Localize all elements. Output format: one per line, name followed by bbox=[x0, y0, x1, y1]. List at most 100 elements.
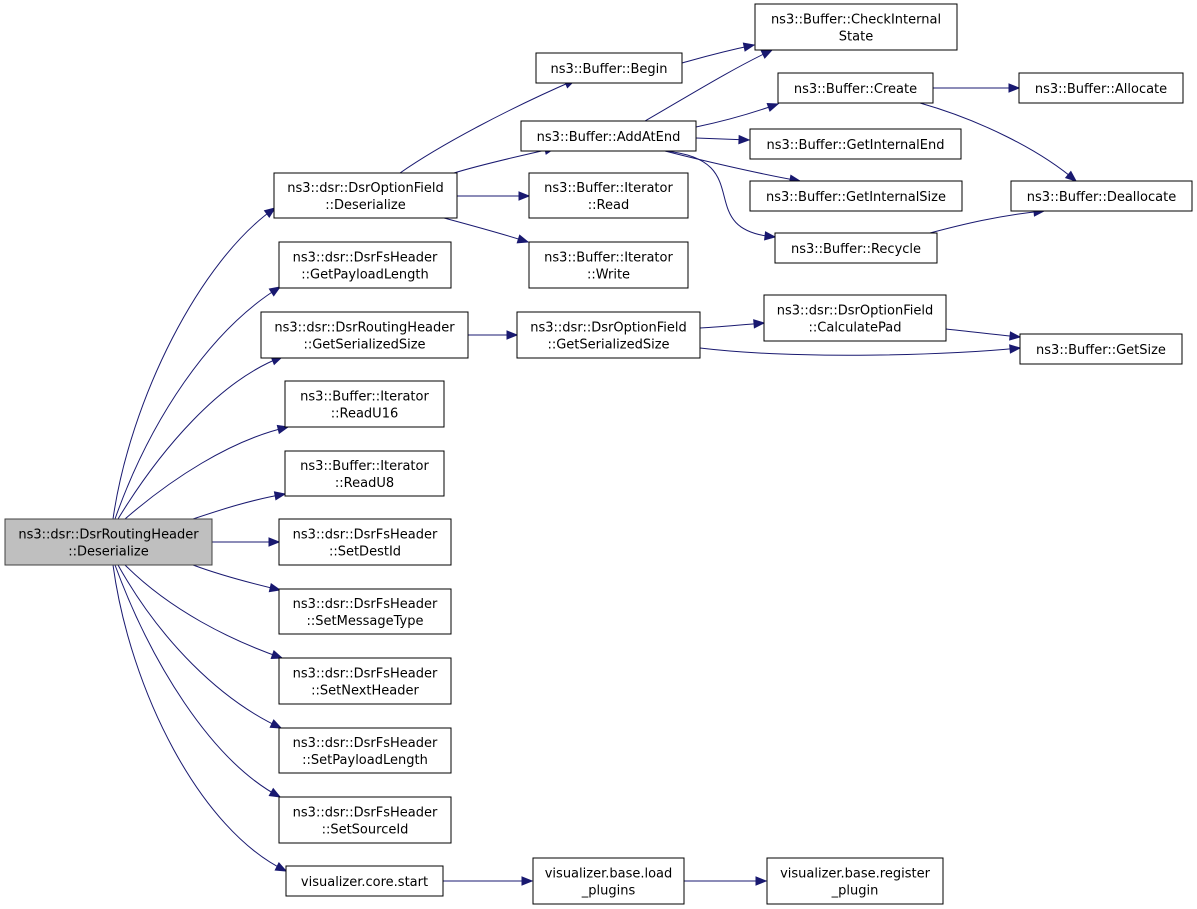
node-buf-deallocate[interactable]: ns3::Buffer::Deallocate bbox=[1010, 180, 1193, 212]
node-label: ns3::Buffer::CheckInternal bbox=[771, 13, 941, 28]
edge-line bbox=[443, 217, 529, 243]
node-box[interactable] bbox=[535, 52, 683, 84]
node-label: ::GetSerializedSize bbox=[303, 338, 425, 353]
node-viz-core-start[interactable]: visualizer.core.start bbox=[285, 865, 444, 897]
node-box[interactable] bbox=[285, 865, 444, 897]
node-root[interactable]: ns3::dsr::DsrRoutingHeader::Deserialize bbox=[4, 518, 213, 566]
node-box[interactable] bbox=[516, 311, 701, 359]
node-label: ::SetSourceId bbox=[322, 823, 409, 838]
node-box[interactable] bbox=[278, 657, 452, 705]
node-viz-register-plugin[interactable]: visualizer.base.register_plugin bbox=[766, 857, 944, 905]
node-box[interactable] bbox=[278, 796, 452, 844]
node-box[interactable] bbox=[278, 588, 452, 635]
arrow-head-icon bbox=[518, 191, 531, 201]
node-calc-pad[interactable]: ns3::dsr::DsrOptionField::CalculatePad bbox=[763, 294, 947, 342]
node-read-u8[interactable]: ns3::Buffer::Iterator::ReadU8 bbox=[284, 450, 445, 497]
node-box[interactable] bbox=[774, 232, 938, 264]
edge-buf_add_at_end-to-buf_get_int_end bbox=[695, 134, 751, 145]
arrow-head-icon bbox=[274, 862, 288, 872]
node-label: ns3::Buffer::Deallocate bbox=[1027, 190, 1176, 205]
node-buf-get-size[interactable]: ns3::Buffer::GetSize bbox=[1019, 333, 1183, 365]
node-set-source-id[interactable]: ns3::dsr::DsrFsHeader::SetSourceId bbox=[278, 796, 452, 844]
node-box[interactable] bbox=[520, 120, 697, 152]
edge-line bbox=[945, 328, 1021, 338]
node-box[interactable] bbox=[278, 727, 452, 774]
node-buf-allocate[interactable]: ns3::Buffer::Allocate bbox=[1018, 72, 1184, 104]
node-box[interactable] bbox=[278, 518, 452, 566]
arrow-head-icon bbox=[738, 134, 751, 145]
edge-optfield_serial_size-to-buf_get_size bbox=[699, 344, 1022, 356]
node-box[interactable] bbox=[528, 241, 689, 289]
node-viz-load-plugins[interactable]: visualizer.base.load_plugins bbox=[532, 857, 685, 905]
node-box[interactable] bbox=[1010, 180, 1193, 212]
node-routing-serial-size[interactable]: ns3::dsr::DsrRoutingHeader::GetSerialize… bbox=[260, 311, 469, 359]
node-read-u16[interactable]: ns3::Buffer::Iterator::ReadU16 bbox=[284, 380, 445, 428]
node-box[interactable] bbox=[1019, 333, 1183, 365]
node-box[interactable] bbox=[754, 3, 958, 51]
node-box[interactable] bbox=[777, 72, 934, 104]
edge-root-to-set_dest_id bbox=[212, 537, 281, 547]
node-box[interactable] bbox=[749, 180, 963, 212]
arrow-head-icon bbox=[1008, 83, 1021, 93]
node-box[interactable] bbox=[749, 128, 962, 160]
edge-buf_recycle-to-buf_deallocate bbox=[929, 207, 1046, 234]
node-label: _plugin bbox=[831, 884, 879, 899]
node-buf-recycle[interactable]: ns3::Buffer::Recycle bbox=[774, 232, 938, 264]
node-iter-read[interactable]: ns3::Buffer::Iterator::Read bbox=[528, 172, 689, 219]
node-set-dest-id[interactable]: ns3::dsr::DsrFsHeader::SetDestId bbox=[278, 518, 452, 566]
node-label: ns3::Buffer::Iterator bbox=[300, 459, 429, 474]
node-set-msg-type[interactable]: ns3::dsr::DsrFsHeader::SetMessageType bbox=[278, 588, 452, 635]
node-box[interactable] bbox=[278, 241, 452, 289]
node-optfield-serial-size[interactable]: ns3::dsr::DsrOptionField::GetSerializedS… bbox=[516, 311, 701, 359]
edge-line bbox=[117, 356, 283, 520]
node-box[interactable] bbox=[528, 172, 689, 219]
node-label: ns3::dsr::DsrRoutingHeader bbox=[18, 528, 199, 543]
edge-routing_serial_size-to-optfield_serial_size bbox=[468, 330, 519, 340]
node-label: ns3::dsr::DsrFsHeader bbox=[293, 806, 438, 821]
node-box[interactable] bbox=[763, 294, 947, 342]
node-buf-add-at-end[interactable]: ns3::Buffer::AddAtEnd bbox=[520, 120, 697, 152]
function-nodes: ns3::dsr::DsrRoutingHeader::Deserializen… bbox=[4, 3, 1193, 905]
edge-viz_load_plugins-to-viz_register_plugin bbox=[684, 876, 768, 886]
node-label: ns3::dsr::DsrOptionField bbox=[777, 304, 933, 319]
arrow-head-icon bbox=[268, 787, 282, 798]
node-buf-get-int-size[interactable]: ns3::Buffer::GetInternalSize bbox=[749, 180, 963, 212]
arrow-head-icon bbox=[506, 330, 519, 340]
node-box[interactable] bbox=[532, 857, 685, 905]
node-buf-get-int-end[interactable]: ns3::Buffer::GetInternalEnd bbox=[749, 128, 962, 160]
edge-line bbox=[453, 147, 556, 174]
node-get-payload-len[interactable]: ns3::dsr::DsrFsHeader::GetPayloadLength bbox=[278, 241, 452, 289]
node-set-next-header[interactable]: ns3::dsr::DsrFsHeader::SetNextHeader bbox=[278, 657, 452, 705]
node-label: ::GetSerializedSize bbox=[547, 338, 669, 353]
node-box[interactable] bbox=[4, 518, 213, 566]
node-label: ::SetPayloadLength bbox=[302, 753, 428, 768]
node-label: State bbox=[839, 30, 873, 45]
edge-root-to-set_next_header bbox=[124, 564, 284, 659]
edge-root-to-get_payload_len bbox=[114, 286, 282, 520]
node-set-payload-len[interactable]: ns3::dsr::DsrFsHeader::SetPayloadLength bbox=[278, 727, 452, 774]
arrow-head-icon bbox=[764, 231, 777, 241]
edge-root-to-routing_serial_size bbox=[117, 356, 284, 520]
node-label: visualizer.core.start bbox=[301, 875, 428, 890]
node-label: ::CalculatePad bbox=[809, 321, 902, 336]
node-buf-create[interactable]: ns3::Buffer::Create bbox=[777, 72, 934, 104]
node-box[interactable] bbox=[260, 311, 469, 359]
node-box[interactable] bbox=[1018, 72, 1184, 104]
node-label: ns3::dsr::DsrFsHeader bbox=[293, 736, 438, 751]
node-box[interactable] bbox=[273, 172, 458, 219]
node-iter-write[interactable]: ns3::Buffer::Iterator::Write bbox=[528, 241, 689, 289]
node-label: ns3::Buffer::Iterator bbox=[544, 251, 673, 266]
edge-line bbox=[699, 347, 1021, 356]
edge-buf_begin-to-buf_check_state bbox=[681, 42, 756, 64]
node-optfield-deser[interactable]: ns3::dsr::DsrOptionField::Deserialize bbox=[273, 172, 458, 219]
node-box[interactable] bbox=[284, 450, 445, 497]
node-label: ::SetDestId bbox=[329, 545, 401, 560]
edge-line bbox=[192, 564, 281, 591]
node-box[interactable] bbox=[766, 857, 944, 905]
arrow-head-icon bbox=[263, 207, 277, 219]
node-buf-begin[interactable]: ns3::Buffer::Begin bbox=[535, 52, 683, 84]
arrow-head-icon bbox=[270, 650, 284, 659]
node-box[interactable] bbox=[284, 380, 445, 428]
